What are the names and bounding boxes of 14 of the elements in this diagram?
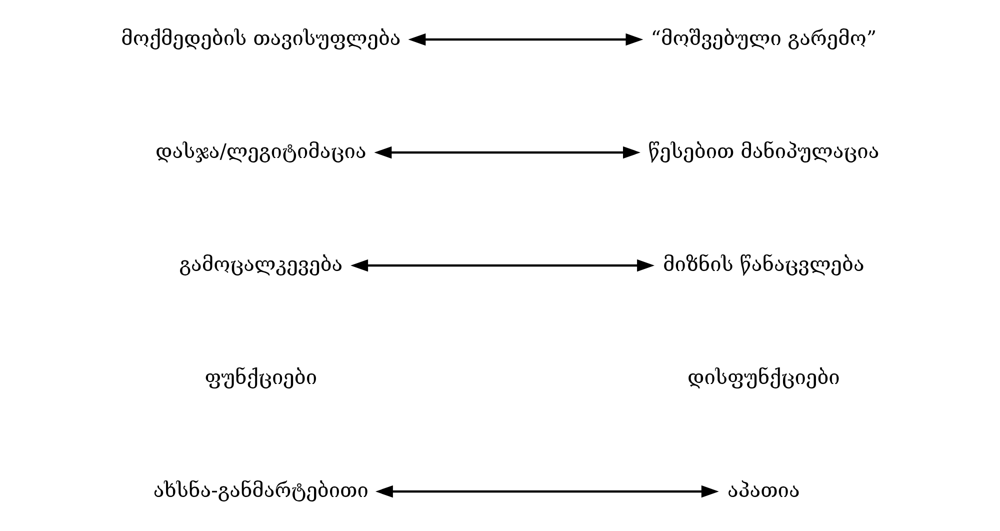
node-text: წესებით მანიპულაცია xyxy=(648,138,879,163)
arrow xyxy=(408,33,643,46)
node-text: მიზნის წანაცვლება xyxy=(662,252,864,276)
node-text: “მოშვებული გარემო” xyxy=(650,26,876,50)
label: დისფუნქციები xyxy=(687,364,840,389)
arrow xyxy=(350,259,654,272)
node-text: მოქმედების თავისუფლება xyxy=(120,26,400,50)
node-text: ახსნა-განმარტებითი xyxy=(152,478,368,502)
node-text: დასჯა/ლეგიტიმაცია xyxy=(155,138,366,163)
node-text: აპათია xyxy=(727,478,800,502)
arrow xyxy=(374,146,640,159)
node-text: გამოცალკევება xyxy=(178,252,342,276)
arrow xyxy=(374,485,718,498)
label: ფუნქციები xyxy=(204,364,317,389)
